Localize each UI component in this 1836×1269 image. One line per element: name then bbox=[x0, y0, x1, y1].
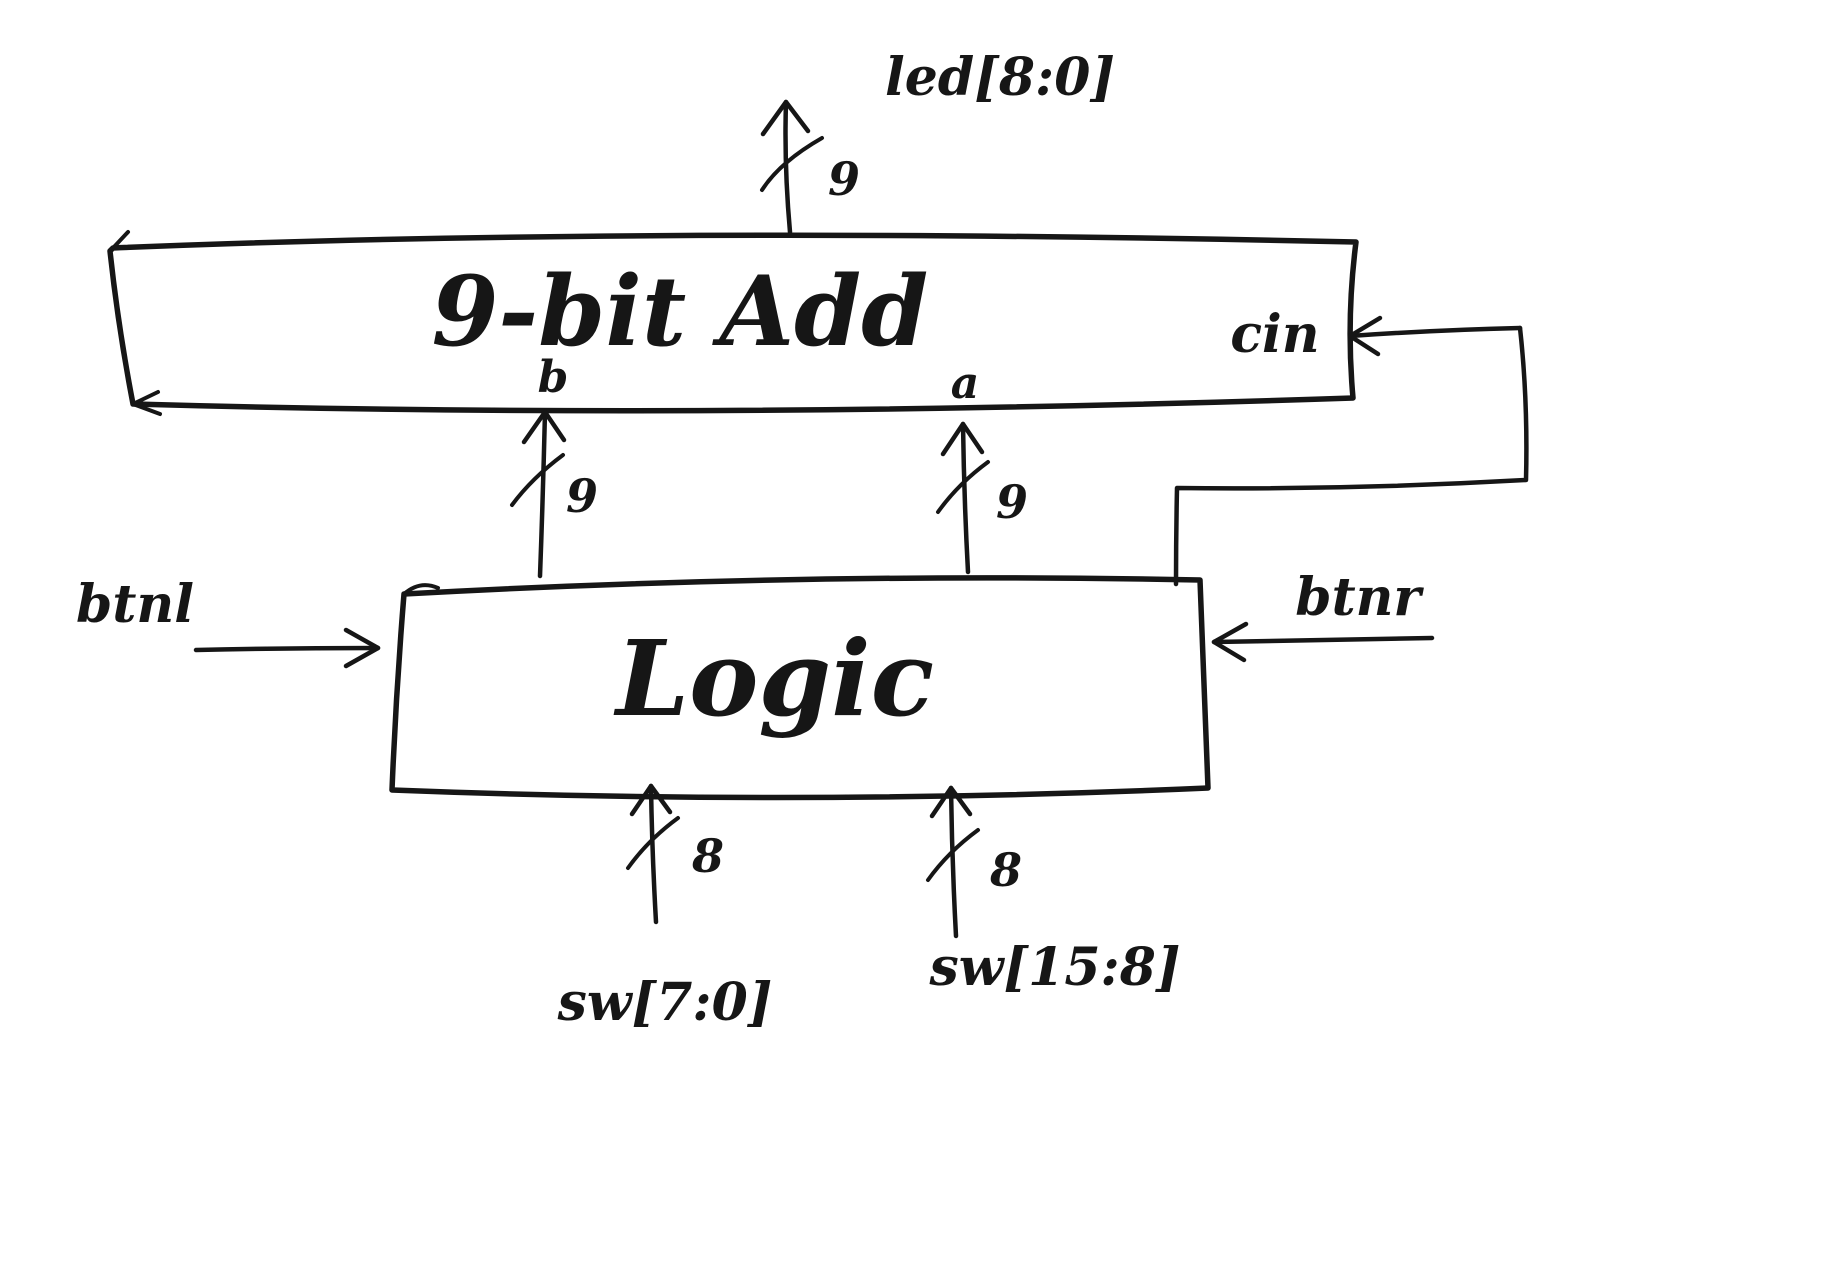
sw-high-arrowhead-icon bbox=[929, 785, 973, 819]
a-width-label: 9 bbox=[996, 475, 1028, 529]
b-pin-label: b bbox=[538, 352, 569, 403]
logic-label: Logic bbox=[613, 617, 934, 740]
a-width-tick bbox=[936, 460, 990, 514]
led-width-label: 9 bbox=[828, 152, 860, 206]
btnl-arrowhead-icon bbox=[343, 627, 381, 669]
logic-block: Logic bbox=[389, 575, 1211, 801]
led-output: 9 led[8:0] bbox=[760, 47, 1115, 235]
btnr-wire bbox=[1211, 635, 1435, 645]
b-width-tick bbox=[510, 453, 565, 507]
adder-box-outline bbox=[107, 232, 1359, 414]
sw-low-arrowhead-icon bbox=[629, 783, 673, 817]
btnr-label: btnr bbox=[1295, 567, 1424, 628]
led-arrowhead-icon bbox=[760, 99, 811, 137]
sw-low-wire bbox=[648, 783, 659, 925]
sw-high-width-label: 8 bbox=[989, 843, 1022, 897]
a-wire bbox=[960, 421, 971, 575]
cin-arrow-wire bbox=[1347, 325, 1523, 339]
sw-high-label: sw[15:8] bbox=[929, 937, 1181, 998]
btnl-label: btnl bbox=[76, 574, 194, 635]
sketch-flick-bottom-left bbox=[131, 390, 162, 416]
sw-low-label: sw[7:0] bbox=[557, 972, 773, 1033]
cin-label: cin bbox=[1230, 304, 1319, 365]
adder-label: 9-bit Add bbox=[432, 255, 929, 368]
cin-arrowhead-icon bbox=[1347, 315, 1383, 357]
led-port-label: led[8:0] bbox=[885, 47, 1115, 108]
adder-block: 9-bit Add bbox=[107, 230, 1359, 416]
led-wire bbox=[783, 99, 793, 235]
sketch-flick-top-left bbox=[111, 230, 130, 250]
cin-routed-wire bbox=[1173, 325, 1529, 587]
a-connection: a 9 bbox=[936, 358, 1028, 575]
b-width-label: 9 bbox=[566, 469, 598, 523]
btnl-wire bbox=[193, 645, 381, 653]
btnl-input: btnl bbox=[76, 574, 381, 669]
sw-low-width-tick bbox=[626, 816, 680, 870]
led-width-tick bbox=[760, 136, 824, 192]
b-wire bbox=[537, 409, 548, 579]
btnr-input: btnr bbox=[1211, 567, 1435, 663]
b-arrowhead-icon bbox=[521, 409, 567, 445]
sketch-loop-top-left bbox=[402, 583, 440, 596]
a-arrowhead-icon bbox=[940, 421, 985, 457]
cin-input: cin bbox=[1173, 304, 1529, 587]
sw-high-input: 8 sw[15:8] bbox=[926, 785, 1181, 998]
btnr-arrowhead-icon bbox=[1211, 621, 1249, 663]
sw-high-width-tick bbox=[926, 828, 980, 882]
logic-box-outline bbox=[389, 575, 1211, 801]
sw-low-input: 8 sw[7:0] bbox=[557, 783, 773, 1033]
b-connection: b 9 bbox=[510, 352, 598, 579]
sw-high-wire bbox=[948, 785, 959, 939]
sw-low-width-label: 8 bbox=[691, 829, 724, 883]
a-pin-label: a bbox=[951, 358, 980, 409]
